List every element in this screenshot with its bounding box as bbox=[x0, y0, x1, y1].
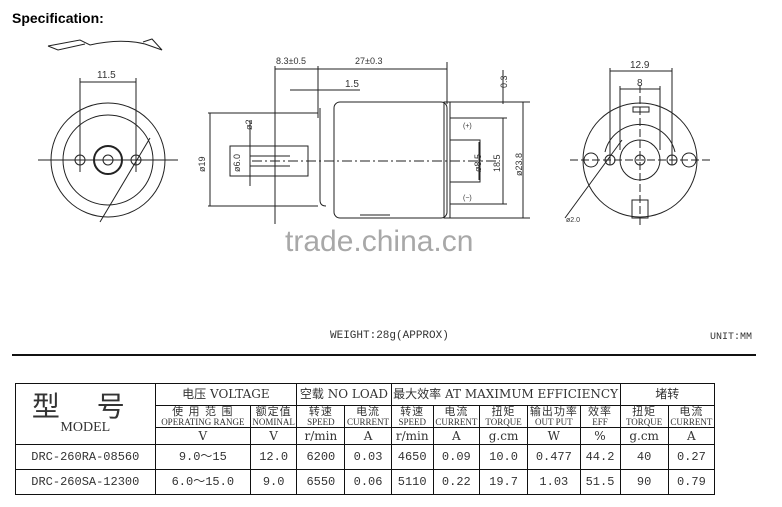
spec-table: 型 号 MODEL 电压 VOLTAGE 空载 NO LOAD 最大效率 AT … bbox=[15, 383, 716, 495]
value-cell: 0.79 bbox=[667, 469, 716, 495]
value-cell: 0.03 bbox=[344, 444, 392, 470]
svg-text:27±0.3: 27±0.3 bbox=[355, 56, 382, 66]
group-stall: 堵转 bbox=[619, 383, 716, 406]
unit-cell: W bbox=[527, 427, 581, 445]
value-cell: 9.0～15 bbox=[154, 444, 252, 470]
svg-text:18.5: 18.5 bbox=[492, 154, 502, 172]
unit-cell: A bbox=[432, 427, 480, 445]
weight-label: WEIGHT:28g(APPROX) bbox=[330, 330, 449, 342]
model-cell: DRC-260SA-12300 bbox=[15, 469, 156, 495]
value-cell: 19.7 bbox=[478, 469, 529, 495]
svg-text:ø2: ø2 bbox=[244, 119, 254, 130]
unit-cell: V bbox=[250, 427, 298, 445]
divider bbox=[12, 354, 756, 356]
unit-label: UNIT:MM bbox=[710, 332, 753, 343]
value-cell: 6200 bbox=[296, 444, 346, 470]
value-cell: 12.0 bbox=[250, 444, 298, 470]
value-cell: 0.27 bbox=[667, 444, 716, 470]
terminal-sketch bbox=[47, 38, 163, 51]
unit-cell: g.cm bbox=[478, 427, 529, 445]
svg-text:ø8.5: ø8.5 bbox=[473, 154, 483, 172]
watermark: trade.china.cn bbox=[285, 225, 474, 258]
value-cell: 6.0～15.0 bbox=[154, 469, 252, 495]
svg-text:(−): (−) bbox=[463, 195, 472, 202]
svg-text:8.3±0.5: 8.3±0.5 bbox=[276, 56, 306, 66]
value-cell: 10.0 bbox=[478, 444, 529, 470]
unit-cell: g.cm bbox=[619, 427, 669, 445]
value-cell: 0.06 bbox=[344, 469, 392, 495]
rear-view bbox=[564, 68, 712, 225]
unit-cell: V bbox=[154, 427, 252, 445]
value-cell: 9.0 bbox=[250, 469, 298, 495]
svg-text:8: 8 bbox=[637, 78, 643, 89]
group-no-load: 空载 NO LOAD bbox=[296, 383, 392, 406]
value-cell: 5110 bbox=[390, 469, 434, 495]
unit-cell: A bbox=[344, 427, 392, 445]
value-cell: 44.2 bbox=[579, 444, 621, 470]
side-view bbox=[208, 62, 530, 224]
unit-cell: % bbox=[579, 427, 621, 445]
group-voltage: 电压 VOLTAGE bbox=[154, 383, 298, 406]
unit-cell: A bbox=[667, 427, 716, 445]
front-view bbox=[38, 78, 178, 223]
svg-text:ø19: ø19 bbox=[197, 156, 207, 172]
value-cell: 0.09 bbox=[432, 444, 480, 470]
unit-cell: r/min bbox=[390, 427, 434, 445]
value-cell: 4650 bbox=[390, 444, 434, 470]
value-cell: 0.477 bbox=[527, 444, 581, 470]
svg-text:12.9: 12.9 bbox=[630, 60, 650, 71]
svg-text:0.3: 0.3 bbox=[499, 75, 509, 88]
motor-technical-drawing: 11.5 8.3±0.5 27±0.3 1.5 0.3 ø2 ø19 ø6.0 … bbox=[38, 38, 712, 225]
svg-text:1.5: 1.5 bbox=[345, 79, 359, 90]
value-cell: 40 bbox=[619, 444, 669, 470]
value-cell: 6550 bbox=[296, 469, 346, 495]
value-cell: 90 bbox=[619, 469, 669, 495]
group-max-efficiency: 最大效率 AT MAXIMUM EFFICIENCY bbox=[390, 383, 621, 406]
dim-hole-spacing: 11.5 bbox=[97, 70, 116, 81]
unit-cell: r/min bbox=[296, 427, 346, 445]
value-cell: 1.03 bbox=[527, 469, 581, 495]
table-row: DRC-260RA-08560 9.0～15 12.0 6200 0.03 46… bbox=[15, 444, 716, 470]
svg-text:ø23.8: ø23.8 bbox=[514, 153, 524, 176]
table-row: DRC-260SA-12300 6.0～15.0 9.0 6550 0.06 5… bbox=[15, 469, 716, 495]
svg-text:ø6.0: ø6.0 bbox=[232, 154, 242, 172]
value-cell: 0.22 bbox=[432, 469, 480, 495]
page-title: Specification: bbox=[12, 10, 104, 26]
svg-text:(+): (+) bbox=[463, 123, 472, 130]
svg-text:ø2.0: ø2.0 bbox=[566, 217, 580, 224]
model-cell: DRC-260RA-08560 bbox=[15, 444, 156, 470]
model-header: 型 号 MODEL bbox=[15, 383, 156, 445]
value-cell: 51.5 bbox=[579, 469, 621, 495]
